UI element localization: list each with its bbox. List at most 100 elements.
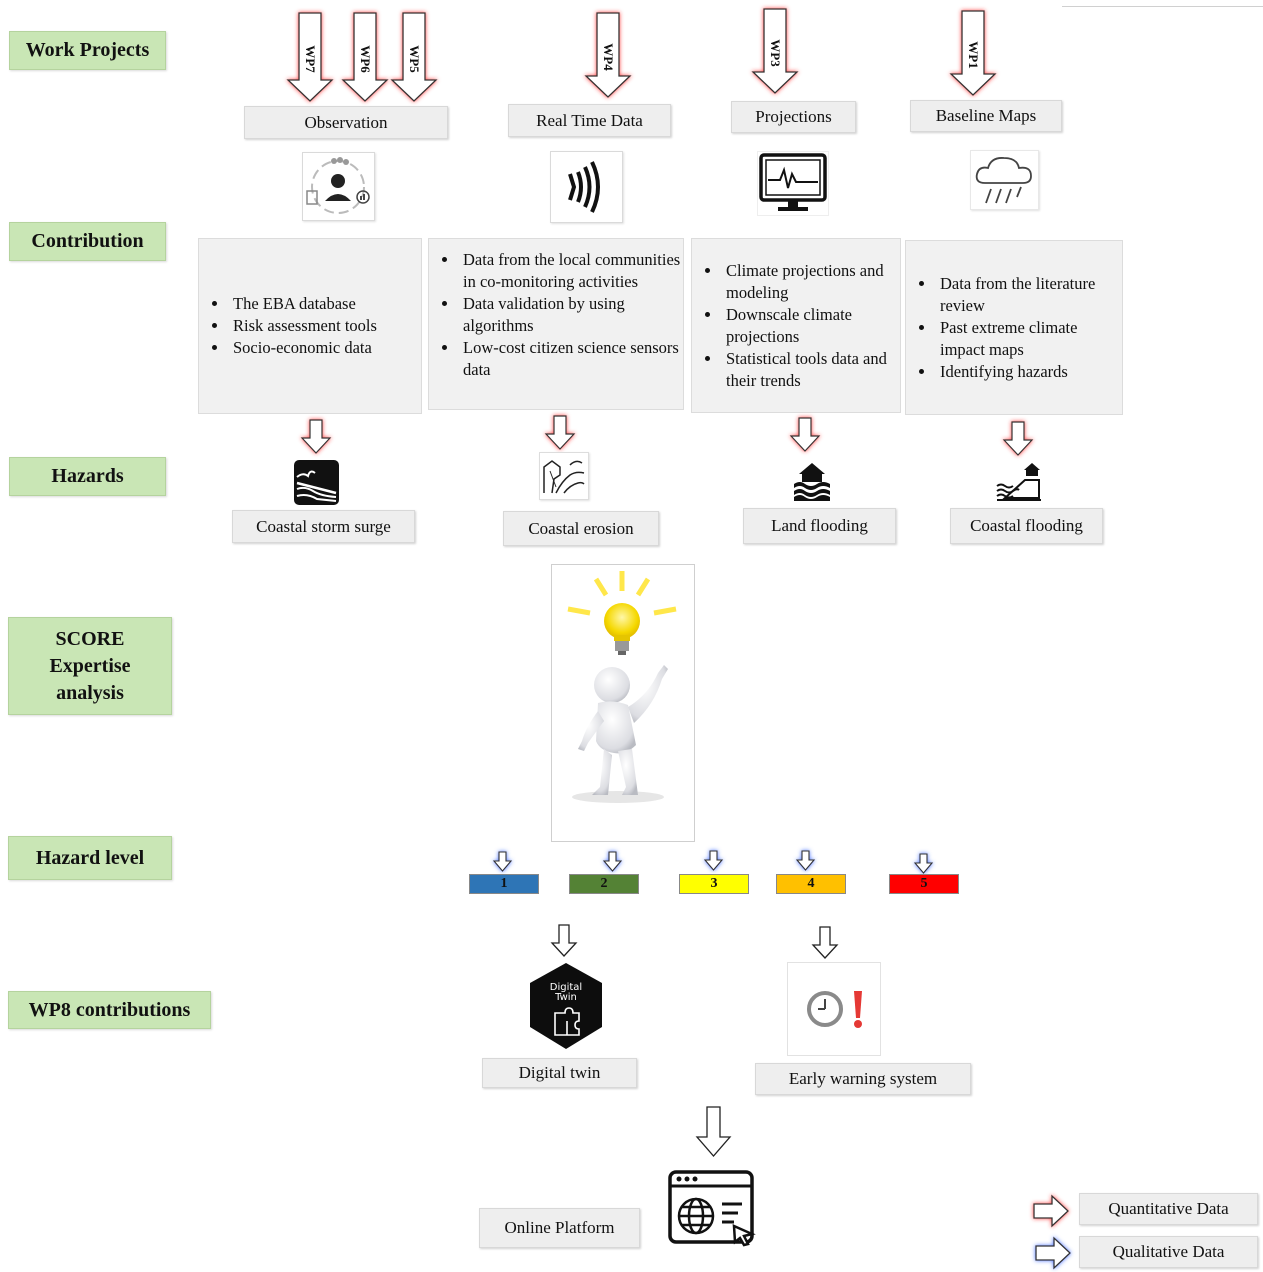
storm-surge-icon — [293, 459, 340, 506]
legend-qualitative: Qualitative Data — [1079, 1236, 1258, 1268]
arrow-down-icon — [695, 1106, 732, 1157]
sensor-signal-icon — [550, 151, 623, 223]
row-label-text: Work Projects — [25, 39, 150, 61]
source-observation-text: Observation — [304, 112, 388, 132]
hazard-erosion: Coastal erosion — [503, 511, 659, 546]
hazard-erosion-text: Coastal erosion — [528, 518, 634, 538]
legend-qualitative-arrow-icon — [1035, 1236, 1071, 1270]
source-real-time-text: Real Time Data — [536, 110, 643, 130]
wp3-arrow — [751, 8, 799, 94]
hazard-storm-surge-text: Coastal storm surge — [256, 516, 391, 536]
row-label-text: Contribution — [31, 230, 144, 252]
hazard-level-label: 5 — [920, 876, 928, 891]
contribution-real-time: Data from the local communities in co-mo… — [428, 238, 684, 410]
legend-qualitative-text: Qualitative Data — [1112, 1242, 1225, 1261]
monitor-chart-icon — [757, 151, 829, 216]
hazard-level-label: 4 — [807, 876, 815, 891]
digital-twin-label: Digital twin — [482, 1058, 637, 1088]
row-label-contribution: Contribution — [9, 222, 166, 261]
online-platform-icon — [668, 1170, 756, 1247]
puzzle-icon — [554, 1007, 580, 1036]
arrow-down-icon — [492, 851, 513, 872]
light-bulb-icon — [567, 571, 677, 655]
hazard-land-flooding-text: Land flooding — [771, 516, 868, 535]
wp5-arrow — [390, 12, 438, 102]
wp6-arrow — [341, 12, 389, 102]
contribution-item: Past extreme climate impact maps — [936, 317, 1122, 361]
observation-icon — [302, 152, 375, 221]
hazard-level-label: 1 — [500, 876, 508, 891]
digital-twin-icon-line1: Digital — [549, 982, 583, 993]
wp7-arrow — [286, 12, 334, 102]
contribution-item: Low-cost citizen science sensors data — [459, 337, 683, 381]
score-line-1: SCORE — [55, 627, 125, 650]
legend-quantitative: Quantitative Data — [1079, 1193, 1258, 1225]
hazard-level-3: 3 — [679, 874, 749, 894]
expert-idea-figure — [551, 564, 695, 842]
digital-twin-icon-text: Digital Twin — [527, 983, 605, 1003]
row-label-score: SCORE Expertise analysis — [8, 617, 172, 715]
cursor-icon — [732, 1224, 756, 1247]
hazard-level-label: 2 — [600, 876, 608, 891]
contribution-item: Risk assessment tools — [229, 315, 377, 337]
wp1-arrow — [949, 10, 997, 96]
hazard-level-label: 3 — [710, 876, 718, 891]
contribution-item: Climate projections and modeling — [722, 260, 900, 304]
score-line-3: analysis — [56, 681, 124, 704]
legend-quantitative-arrow-icon — [1033, 1194, 1069, 1228]
contribution-baseline: Data from the literature review Past ext… — [905, 240, 1123, 415]
contribution-item: Data from the local communities in co-mo… — [459, 249, 683, 293]
erosion-icon — [539, 452, 589, 500]
hazard-coastal-flooding-text: Coastal flooding — [970, 516, 1083, 535]
contribution-item: Data validation by using algorithms — [459, 293, 683, 337]
row-label-text: WP8 contributions — [28, 998, 191, 1021]
arrow-down-icon — [1002, 421, 1034, 456]
coastal-flooding-icon — [995, 462, 1043, 502]
globe-icon — [677, 1197, 715, 1235]
arrow-down-icon — [795, 850, 816, 871]
early-warning-label: Early warning system — [755, 1063, 971, 1095]
source-baseline: Baseline Maps — [910, 100, 1062, 132]
hazard-coastal-flooding: Coastal flooding — [950, 508, 1103, 544]
row-label-wp8: WP8 contributions — [8, 991, 211, 1029]
score-line-2: Expertise — [49, 654, 131, 677]
top-divider — [1062, 6, 1263, 7]
legend-arrows — [1033, 1194, 1071, 1270]
source-projections: Projections — [731, 101, 856, 133]
contribution-item: Downscale climate projections — [722, 304, 900, 348]
online-platform-text: Online Platform — [504, 1218, 615, 1237]
hazard-level-1: 1 — [469, 874, 539, 894]
contribution-item: Socio-economic data — [229, 337, 377, 359]
arrow-down-icon — [544, 415, 576, 450]
hazard-land-flooding: Land flooding — [743, 508, 896, 544]
arrow-down-icon — [550, 924, 578, 957]
outline-arrows — [550, 924, 839, 1157]
source-observation: Observation — [244, 106, 448, 139]
arrow-down-icon — [811, 926, 839, 959]
arrow-down-icon — [913, 853, 934, 874]
row-label-hazard-level: Hazard level — [8, 836, 172, 880]
digital-twin-text: Digital twin — [518, 1063, 601, 1082]
source-projections-text: Projections — [755, 107, 832, 126]
wp-arrows — [286, 8, 997, 102]
row-label-work-projects: Work Projects — [9, 31, 166, 70]
contribution-item: Statistical tools data and their trends — [722, 348, 900, 392]
online-platform-label: Online Platform — [479, 1208, 640, 1248]
contribution-observation: The EBA database Risk assessment tools S… — [198, 238, 422, 414]
hazard-storm-surge: Coastal storm surge — [232, 510, 415, 543]
clock-icon — [807, 991, 843, 1027]
contribution-item: The EBA database — [229, 293, 377, 315]
contribution-item: Identifying hazards — [936, 361, 1122, 383]
person-figure — [572, 665, 668, 803]
contribution-projections: Climate projections and modeling Downsca… — [691, 238, 901, 413]
land-flooding-icon — [792, 462, 832, 502]
hazard-arrows — [300, 415, 1034, 456]
arrow-down-icon — [703, 850, 724, 871]
arrow-down-icon — [300, 419, 332, 454]
contribution-item: Data from the literature review — [936, 273, 1122, 317]
source-baseline-text: Baseline Maps — [935, 106, 1037, 125]
hazard-level-5: 5 — [889, 874, 959, 894]
row-label-hazards: Hazards — [9, 457, 166, 496]
legend-quantitative-text: Quantitative Data — [1108, 1199, 1229, 1218]
hazard-level-4: 4 — [776, 874, 846, 894]
